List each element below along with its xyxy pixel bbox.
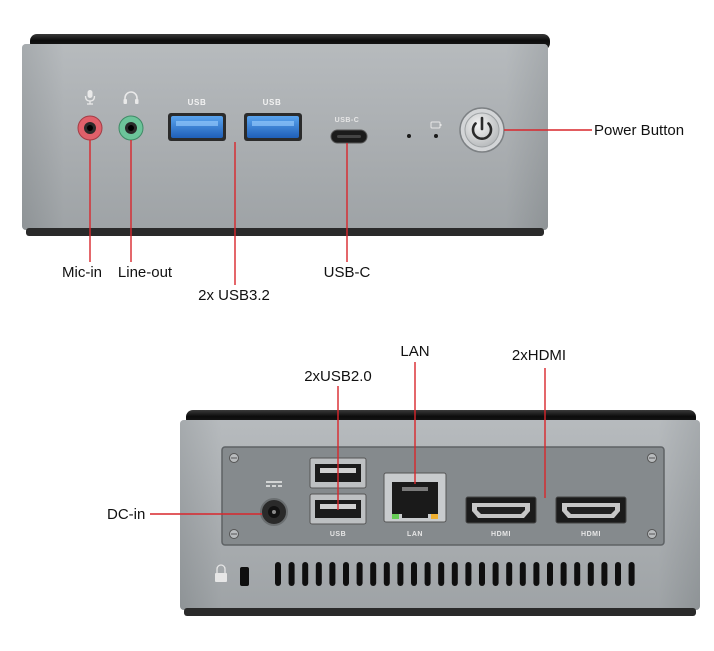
usb-port-label-right: USB [263, 98, 282, 107]
rear-usb-port-label: USB [330, 531, 346, 538]
vent-slot [343, 562, 349, 586]
lan-port-label: LAN [407, 531, 423, 538]
front-leader-lines [89, 129, 592, 285]
vent-slot [479, 562, 485, 586]
vent-slot [628, 562, 635, 586]
vent-slot [601, 562, 608, 586]
callout-line-out: Line-out [118, 264, 173, 281]
callout-power-button: Power Button [594, 122, 684, 139]
usb-port-label-left: USB [188, 98, 207, 107]
vent-slot [615, 562, 621, 586]
callout-usb20: 2xUSB2.0 [304, 368, 372, 385]
dc-polarity-icon [266, 481, 282, 487]
usb-c-port-label: USB-C [335, 117, 360, 124]
vent-slot [302, 562, 309, 586]
hdmi-port-left [465, 496, 537, 524]
vent-slot [465, 562, 472, 586]
status-led-icon [407, 121, 442, 138]
usb32-port-left [168, 113, 226, 141]
vent-slot [288, 562, 295, 586]
hdmi-port-right [555, 496, 627, 524]
rear-leader-lines [150, 362, 546, 515]
vent-slot [424, 562, 431, 586]
rear-panel: USB LAN HDMI HDMI [180, 410, 700, 616]
vent-slot [533, 562, 540, 586]
usb-c-port [330, 129, 368, 144]
callout-usb-c: USB-C [324, 264, 371, 281]
vent-slot [438, 562, 445, 586]
vent-slot [275, 562, 281, 586]
vent-slot [519, 562, 526, 586]
power-button[interactable] [459, 107, 505, 153]
vent-slot [451, 562, 458, 586]
vent-slot [383, 562, 390, 586]
dc-in-jack [260, 498, 288, 526]
hdmi-port-label-right: HDMI [581, 531, 601, 538]
vent-slot [506, 562, 513, 586]
vent-slot [547, 562, 553, 586]
mic-in-jack [77, 115, 103, 141]
headphone-icon [123, 91, 139, 104]
vent-slot [397, 562, 404, 586]
kensington-slot [240, 567, 249, 586]
power-icon [471, 116, 493, 140]
vent-slot [560, 562, 567, 586]
usb32-port-right [244, 113, 302, 141]
callout-mic-in: Mic-in [62, 264, 102, 281]
front-panel: USB USB USB-C [22, 34, 550, 236]
line-out-jack [118, 115, 144, 141]
microphone-icon [84, 90, 96, 105]
vent-slot [315, 562, 322, 586]
vent-slot [329, 562, 336, 586]
lan-port [383, 472, 447, 523]
lock-icon [215, 564, 227, 582]
vent-slot [356, 562, 363, 586]
vent-slot [587, 562, 594, 586]
vent-slot [492, 562, 499, 586]
vent-slot [370, 562, 377, 586]
callout-lan: LAN [400, 343, 429, 360]
callout-usb32: 2x USB3.2 [198, 287, 270, 304]
vent-slot [411, 562, 417, 586]
callout-dc-in: DC-in [107, 506, 145, 523]
callout-hdmi: 2xHDMI [512, 347, 566, 364]
rear-bottom-lip [184, 608, 696, 616]
front-bottom-lip [26, 228, 544, 236]
vent-slot [574, 562, 581, 586]
hdmi-port-label-left: HDMI [491, 531, 511, 538]
screw-icon [229, 453, 657, 539]
vent-grille [275, 562, 635, 586]
